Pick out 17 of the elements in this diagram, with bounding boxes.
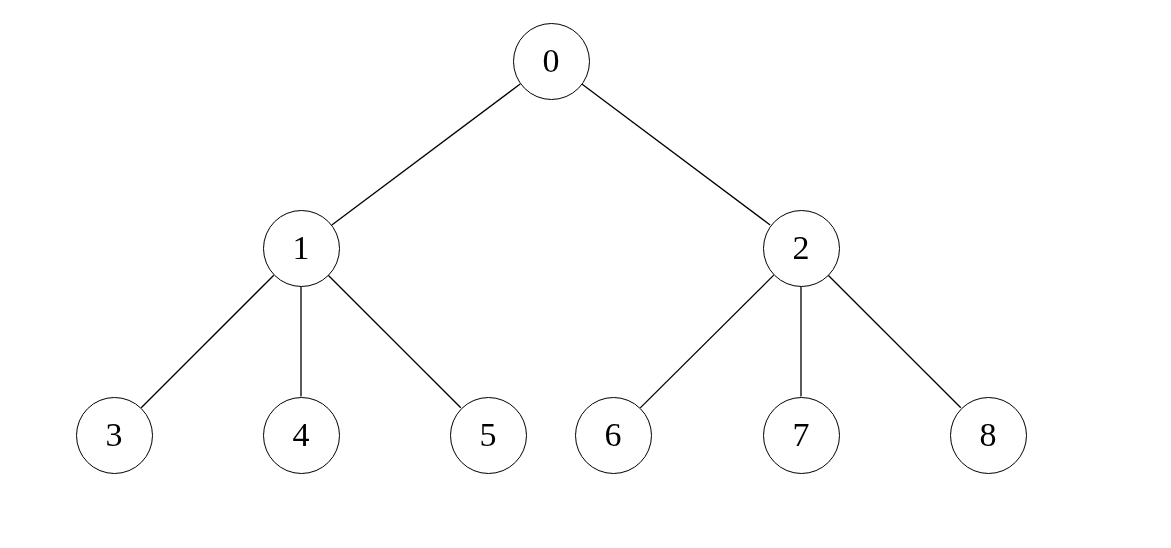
connector-line — [827, 274, 962, 409]
connector-line — [327, 274, 462, 409]
node-label: 5 — [479, 418, 497, 452]
node-label: 1 — [292, 231, 310, 265]
connector-line — [331, 83, 521, 226]
node-label: 6 — [604, 418, 622, 452]
connector-line — [800, 285, 802, 398]
connector-line — [639, 274, 775, 409]
connector-line — [140, 274, 275, 409]
node-label: 8 — [979, 418, 997, 452]
node-label: 0 — [542, 44, 560, 78]
connector-line — [581, 83, 771, 226]
node-label: 2 — [792, 231, 810, 265]
node-label: 4 — [292, 418, 310, 452]
connector-line — [300, 285, 302, 398]
node-label: 3 — [105, 418, 123, 452]
node-label: 7 — [792, 418, 810, 452]
